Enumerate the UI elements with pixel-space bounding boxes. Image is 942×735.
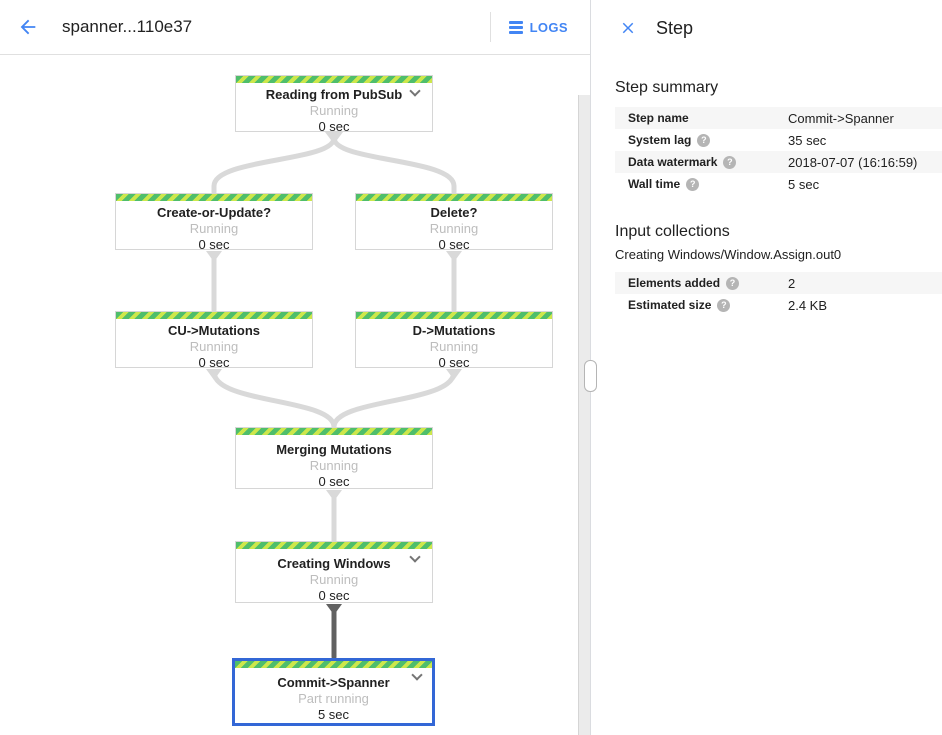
node-title: Creating Windows [277, 556, 391, 571]
input-collections-table: Elements added ? 2 Estimated size ? 2.4 … [615, 272, 942, 316]
row-value: 5 sec [788, 176, 820, 192]
step-panel-header: Step [591, 0, 942, 56]
running-progress-stripe [116, 194, 312, 201]
node-time: 0 sec [318, 474, 350, 489]
panel-resize-handle[interactable] [584, 360, 597, 392]
node-time: 0 sec [438, 237, 470, 252]
row-value: 2018-07-07 (16:16:59) [788, 154, 918, 170]
table-row: Elements added ? 2 [615, 272, 942, 294]
header-divider [489, 12, 491, 42]
node-time: 0 sec [198, 355, 230, 370]
node-status: Running [429, 221, 479, 236]
row-value: 2.4 KB [788, 297, 828, 313]
step-summary-heading: Step summary [615, 79, 719, 96]
table-row: Step name Commit->Spanner [615, 107, 942, 129]
node-time: 0 sec [198, 237, 230, 252]
step-panel-body: Step summary Step name Commit->Spanner S… [591, 79, 942, 316]
table-row: System lag ? 35 sec [615, 129, 942, 151]
running-progress-stripe [356, 194, 552, 201]
graph-node-creating-windows[interactable]: Creating Windows Running 0 sec [235, 541, 433, 603]
node-status: Running [309, 103, 359, 118]
node-status: Running [429, 339, 479, 354]
help-icon[interactable]: ? [686, 177, 700, 191]
close-panel-button[interactable] [617, 17, 639, 39]
input-collection-name: Creating Windows/Window.Assign.out0 [615, 247, 842, 262]
job-title: spanner...110e37 [62, 17, 193, 36]
running-progress-stripe [356, 312, 552, 319]
running-progress-stripe [236, 76, 432, 83]
node-status: Running [309, 572, 359, 587]
table-row: Wall time ? 5 sec [615, 173, 942, 195]
running-progress-stripe [236, 542, 432, 549]
running-progress-stripe [116, 312, 312, 319]
node-time: 5 sec [317, 707, 350, 722]
help-icon[interactable]: ? [697, 133, 711, 147]
node-title: D->Mutations [412, 323, 496, 338]
step-panel: Step Step summary Step name Commit->Span… [591, 0, 942, 735]
node-title: Delete? [430, 205, 478, 220]
help-icon[interactable]: ? [726, 276, 740, 290]
graph-scrollbar[interactable] [578, 95, 590, 735]
row-label: System lag [628, 133, 692, 147]
row-value: 35 sec [788, 132, 827, 148]
row-label: Step name [628, 111, 689, 125]
help-icon[interactable]: ? [723, 155, 737, 169]
table-row: Data watermark ? 2018-07-07 (16:16:59) [615, 151, 942, 173]
node-status: Running [189, 221, 239, 236]
node-title: Reading from PubSub [265, 87, 403, 102]
close-icon [622, 22, 634, 34]
node-title: CU->Mutations [167, 323, 261, 338]
graph-node-d-mutations[interactable]: D->Mutations Running 0 sec [355, 311, 553, 370]
graph-node-delete[interactable]: Delete? Running 0 sec [355, 193, 553, 252]
node-status: Part running [298, 691, 369, 706]
running-progress-stripe [236, 428, 432, 435]
graph-node-create-or-update[interactable]: Create-or-Update? Running 0 sec [115, 193, 313, 252]
table-row: Estimated size ? 2.4 KB [615, 294, 942, 316]
row-value: Commit->Spanner [788, 110, 894, 126]
graph-node-commit-spanner[interactable]: Commit->Spanner Part running 5 sec [232, 658, 435, 726]
graph-node-cu-mutations[interactable]: CU->Mutations Running 0 sec [115, 311, 313, 370]
node-title: Commit->Spanner [277, 675, 390, 690]
input-collections-heading: Input collections [615, 223, 730, 240]
step-summary-table: Step name Commit->Spanner System lag ? 3… [615, 107, 942, 195]
arrow-back-icon [20, 19, 36, 35]
row-label: Wall time [628, 177, 681, 191]
node-title: Create-or-Update? [156, 205, 272, 220]
back-button[interactable] [16, 15, 40, 39]
logs-button-label: LOGS [529, 19, 568, 35]
node-time: 0 sec [318, 119, 350, 134]
graph-node-merging-mutations[interactable]: Merging Mutations Running 0 sec [235, 427, 433, 489]
logs-list-icon [508, 20, 523, 34]
job-header: spanner...110e37 LOGS [0, 0, 590, 55]
logs-button[interactable]: LOGS [508, 19, 568, 35]
node-time: 0 sec [438, 355, 470, 370]
graph-node-reading-from-pubsub[interactable]: Reading from PubSub Running 0 sec [235, 75, 433, 134]
help-icon[interactable]: ? [717, 298, 731, 312]
node-title: Merging Mutations [276, 442, 392, 457]
row-label: Estimated size [628, 298, 712, 312]
row-value: 2 [788, 275, 796, 291]
running-progress-stripe [235, 661, 432, 668]
node-time: 0 sec [318, 588, 350, 603]
panel-title: Step [656, 17, 694, 38]
node-status: Running [309, 458, 359, 473]
node-status: Running [189, 339, 239, 354]
row-label: Elements added [628, 276, 721, 290]
row-label: Data watermark [628, 155, 718, 169]
